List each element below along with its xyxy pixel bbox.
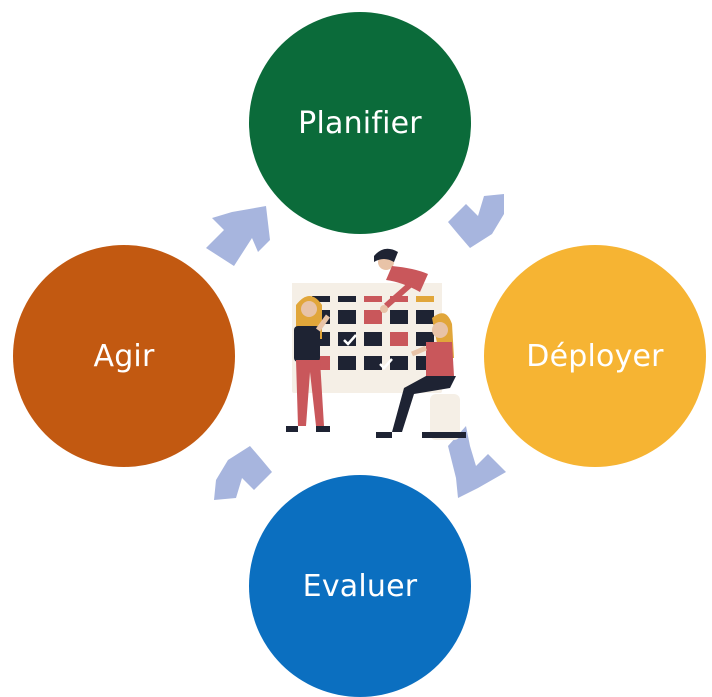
person-seated-right [376, 313, 466, 440]
board-cell [416, 310, 434, 324]
step-label-evaluer: Evaluer [302, 568, 418, 604]
step-label-agir: Agir [93, 338, 155, 374]
person-leaning-top [374, 248, 428, 313]
check-icon [343, 334, 357, 346]
arrow-plan-to-deploy [448, 194, 504, 248]
stool [430, 394, 460, 440]
board-header-cell [390, 296, 408, 302]
board-header-cell [338, 296, 356, 302]
board-header-cell [312, 296, 330, 302]
board-header-cell [416, 296, 434, 302]
board-cell [390, 310, 408, 324]
arrow-eval-to-agir [214, 446, 272, 500]
step-planifier: Planifier [249, 12, 471, 234]
board-cell [338, 310, 356, 324]
step-label-planifier: Planifier [298, 105, 422, 141]
arrow-deploy-to-eval [448, 426, 506, 498]
board-cell [364, 332, 382, 346]
step-agir: Agir [13, 245, 235, 467]
check-icon [379, 358, 393, 370]
board-cell [390, 356, 408, 370]
step-deployer: Déployer [484, 245, 706, 467]
board-cell [338, 356, 356, 370]
board-header-cell [364, 296, 382, 302]
step-label-deployer: Déployer [526, 338, 664, 374]
board-cell [364, 356, 382, 370]
person-standing-left [286, 296, 331, 432]
board-cell [390, 332, 408, 346]
board-cell [338, 332, 356, 346]
board-cell [364, 310, 382, 324]
step-evaluer: Evaluer [249, 475, 471, 697]
arrow-agir-to-plan [206, 206, 270, 266]
